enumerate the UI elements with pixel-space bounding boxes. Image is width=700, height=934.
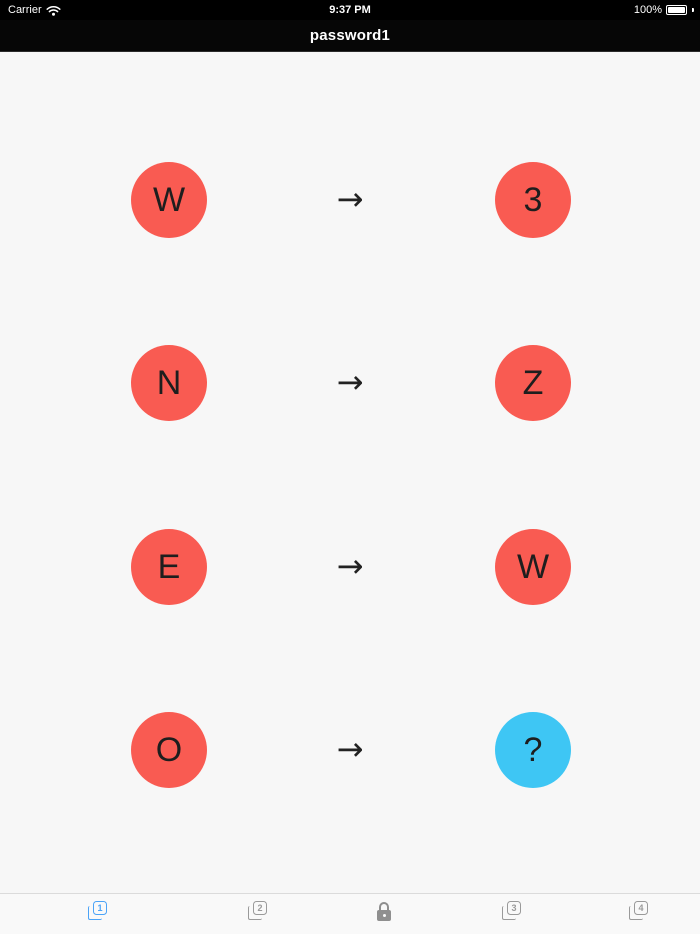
output-circle-3: W bbox=[495, 529, 571, 605]
battery-icon bbox=[666, 5, 687, 15]
puzzle-row: N → Z bbox=[0, 345, 700, 421]
answer-circle-unknown[interactable]: ? bbox=[495, 712, 571, 788]
tab-bar: 1 2 3 4 bbox=[0, 893, 700, 934]
input-circle-2: N bbox=[131, 345, 207, 421]
puzzle-row: O → ? bbox=[0, 712, 700, 788]
carrier-label: Carrier bbox=[8, 4, 42, 16]
arrow-icon: → bbox=[336, 547, 364, 585]
input-circle-3: E bbox=[131, 529, 207, 605]
puzzle-row: E → W bbox=[0, 529, 700, 605]
input-circle-4: O bbox=[131, 712, 207, 788]
arrow-icon: → bbox=[336, 730, 364, 768]
tab-level-2[interactable]: 2 bbox=[237, 894, 277, 934]
tab-locked[interactable] bbox=[364, 894, 404, 934]
arrow-icon: → bbox=[336, 363, 364, 401]
clock: 9:37 PM bbox=[329, 4, 371, 16]
pages-2-icon: 2 bbox=[247, 901, 267, 921]
puzzle-area: W → 3 N → Z E → W O → ? bbox=[0, 52, 700, 893]
pages-4-icon: 4 bbox=[628, 901, 648, 921]
page-title: password1 bbox=[309, 27, 391, 44]
battery-percent-label: 100% bbox=[633, 4, 662, 16]
pages-1-icon: 1 bbox=[87, 901, 107, 921]
output-circle-1: 3 bbox=[495, 162, 571, 238]
puzzle-row: W → 3 bbox=[0, 162, 700, 238]
pages-3-icon: 3 bbox=[501, 901, 521, 921]
tab-level-1[interactable]: 1 bbox=[77, 894, 117, 934]
nav-bar: password1 bbox=[0, 20, 700, 52]
input-circle-1: W bbox=[131, 162, 207, 238]
lock-icon bbox=[377, 902, 391, 921]
tab-level-3[interactable]: 3 bbox=[491, 894, 531, 934]
arrow-icon: → bbox=[336, 180, 364, 218]
output-circle-2: Z bbox=[495, 345, 571, 421]
tab-level-4[interactable]: 4 bbox=[618, 894, 658, 934]
wifi-icon bbox=[46, 5, 61, 16]
status-bar: Carrier 9:37 PM 100% bbox=[0, 0, 700, 20]
